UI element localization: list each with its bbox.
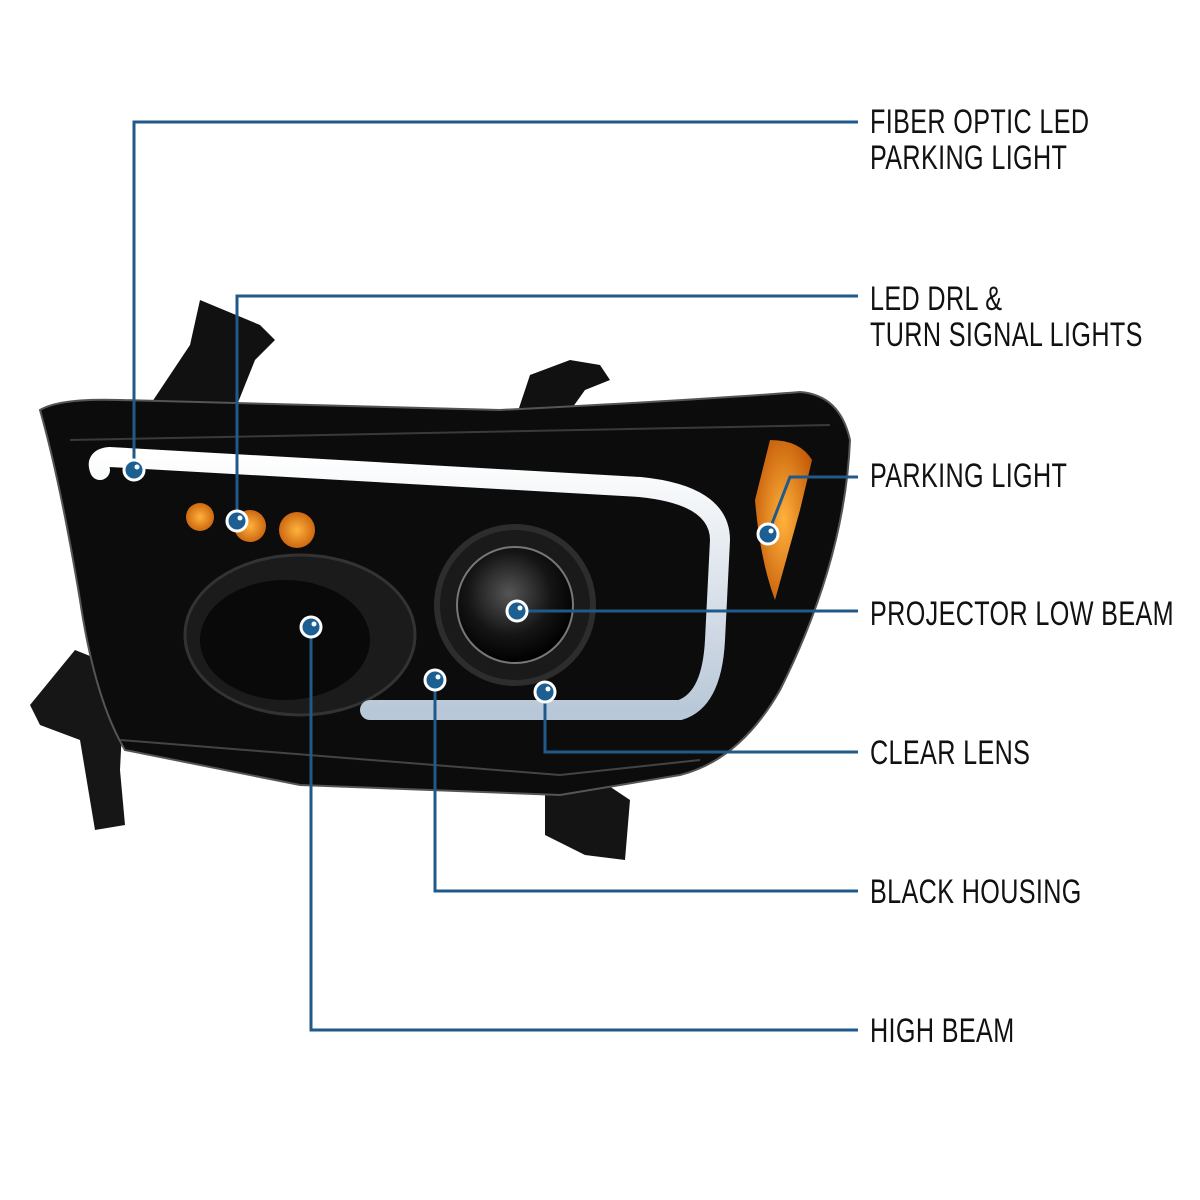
label-line: BLACK HOUSING [870,873,1082,911]
amber-side-marker [755,440,812,600]
fiber-optic-light-tube [88,446,731,720]
label-line: CLEAR LENS [870,734,1031,772]
amber-led [186,503,214,531]
callout-dot-parking-light [756,522,780,546]
callout-dots [122,458,780,704]
callout-line-high-beam [309,627,858,1032]
label-line: PROJECTOR LOW BEAM [870,595,1174,633]
label-line: HIGH BEAM [870,1012,1015,1050]
callout-line-fiber-optic [132,120,858,470]
label-line: LED DRL & [870,280,1003,318]
label-line: PARKING LIGHT [870,139,1068,177]
label-line: PARKING LIGHT [870,457,1068,495]
callout-line-clear-lens [543,692,858,754]
callout-line-led-drl [235,294,858,521]
mount-tab-bottom-right [545,780,630,860]
label-clear-lens: CLEAR LENS [870,735,1030,771]
mount-bracket-left [150,300,275,410]
amber-led [279,512,315,548]
callout-dot-clear-lens [533,680,557,704]
callout-line-parking-light [766,475,858,535]
label-line: TURN SIGNAL LIGHTS [870,316,1143,354]
label-parking-light: PARKING LIGHT [870,458,1067,494]
callout-dot-black-housing [423,668,447,692]
label-line: FIBER OPTIC LED [870,103,1090,141]
callout-dot-high-beam [299,615,323,639]
callout-dot-fiber-optic [122,458,146,482]
callout-lines [132,120,858,1032]
label-high-beam: HIGH BEAM [870,1013,1015,1049]
label-led-drl-turn-signal: LED DRL & TURN SIGNAL LIGHTS [870,281,1143,353]
label-black-housing: BLACK HOUSING [870,874,1082,910]
callout-dot-led-drl [225,509,249,533]
callout-dot-projector [505,599,529,623]
callout-line-black-housing [433,680,858,893]
label-projector-low-beam: PROJECTOR LOW BEAM [870,596,1174,632]
label-fiber-optic-led-parking-light: FIBER OPTIC LED PARKING LIGHT [870,104,1089,176]
